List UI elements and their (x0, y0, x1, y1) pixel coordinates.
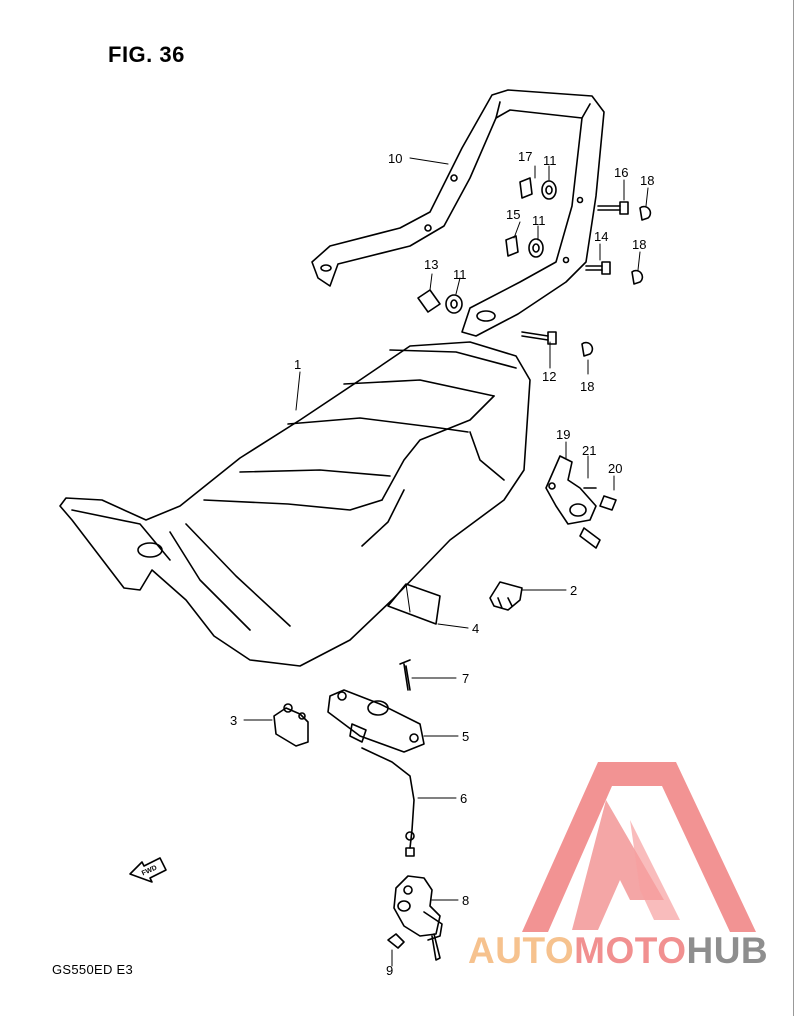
watermark-part-auto: AUTO (468, 930, 575, 971)
cushion-and-spacer-parts (417, 177, 557, 314)
seat-lock-part (545, 455, 617, 549)
seat-pad-part (387, 583, 441, 625)
part-label-11-top: 11 (543, 153, 557, 168)
part-label-12: 12 (542, 369, 557, 384)
watermark-part-moto: MOTO (574, 930, 687, 971)
watermark-part-hub: HUB (686, 930, 769, 971)
bracket-part (273, 703, 309, 747)
leader-lines (243, 157, 649, 967)
part-label-15: 15 (506, 207, 521, 222)
part-label-2: 2 (570, 583, 578, 598)
part-label-5: 5 (462, 729, 470, 744)
part-label-18-middle: 18 (632, 237, 647, 252)
page-edge (793, 0, 800, 1016)
seat-part (59, 341, 531, 667)
part-label-6: 6 (460, 791, 468, 806)
screw-part (399, 659, 411, 691)
part-label-1: 1 (294, 357, 302, 372)
part-label-16: 16 (614, 165, 629, 180)
part-label-19: 19 (556, 427, 571, 442)
part-label-11-middle: 11 (532, 213, 546, 228)
forward-arrow-icon (129, 857, 167, 883)
part-label-13: 13 (424, 257, 439, 272)
figure-title: FIG. 36 (108, 42, 185, 67)
part-label-17: 17 (518, 149, 533, 164)
lock-plate-part (327, 689, 425, 753)
part-label-3: 3 (230, 713, 238, 728)
automotohub-logo-icon (522, 762, 756, 932)
holder-part (489, 581, 523, 611)
part-label-14: 14 (594, 229, 609, 244)
part-label-7: 7 (462, 671, 470, 686)
part-label-20: 20 (608, 461, 623, 476)
helmet-lock-part (387, 875, 443, 961)
part-label-4: 4 (472, 621, 480, 636)
lock-cable-part (361, 747, 415, 857)
bolt-parts (521, 201, 652, 357)
part-label-18-top: 18 (640, 173, 655, 188)
part-label-21: 21 (582, 443, 597, 458)
part-label-10: 10 (388, 151, 403, 166)
part-label-9: 9 (386, 963, 394, 978)
model-code: GS550ED E3 (52, 962, 134, 977)
part-label-18-bottom: 18 (580, 379, 595, 394)
part-label-8: 8 (462, 893, 470, 908)
grab-rail-part (311, 89, 605, 337)
watermark-text: AUTOMOTOHUB (468, 930, 768, 972)
part-label-11-bottom: 11 (453, 267, 467, 282)
